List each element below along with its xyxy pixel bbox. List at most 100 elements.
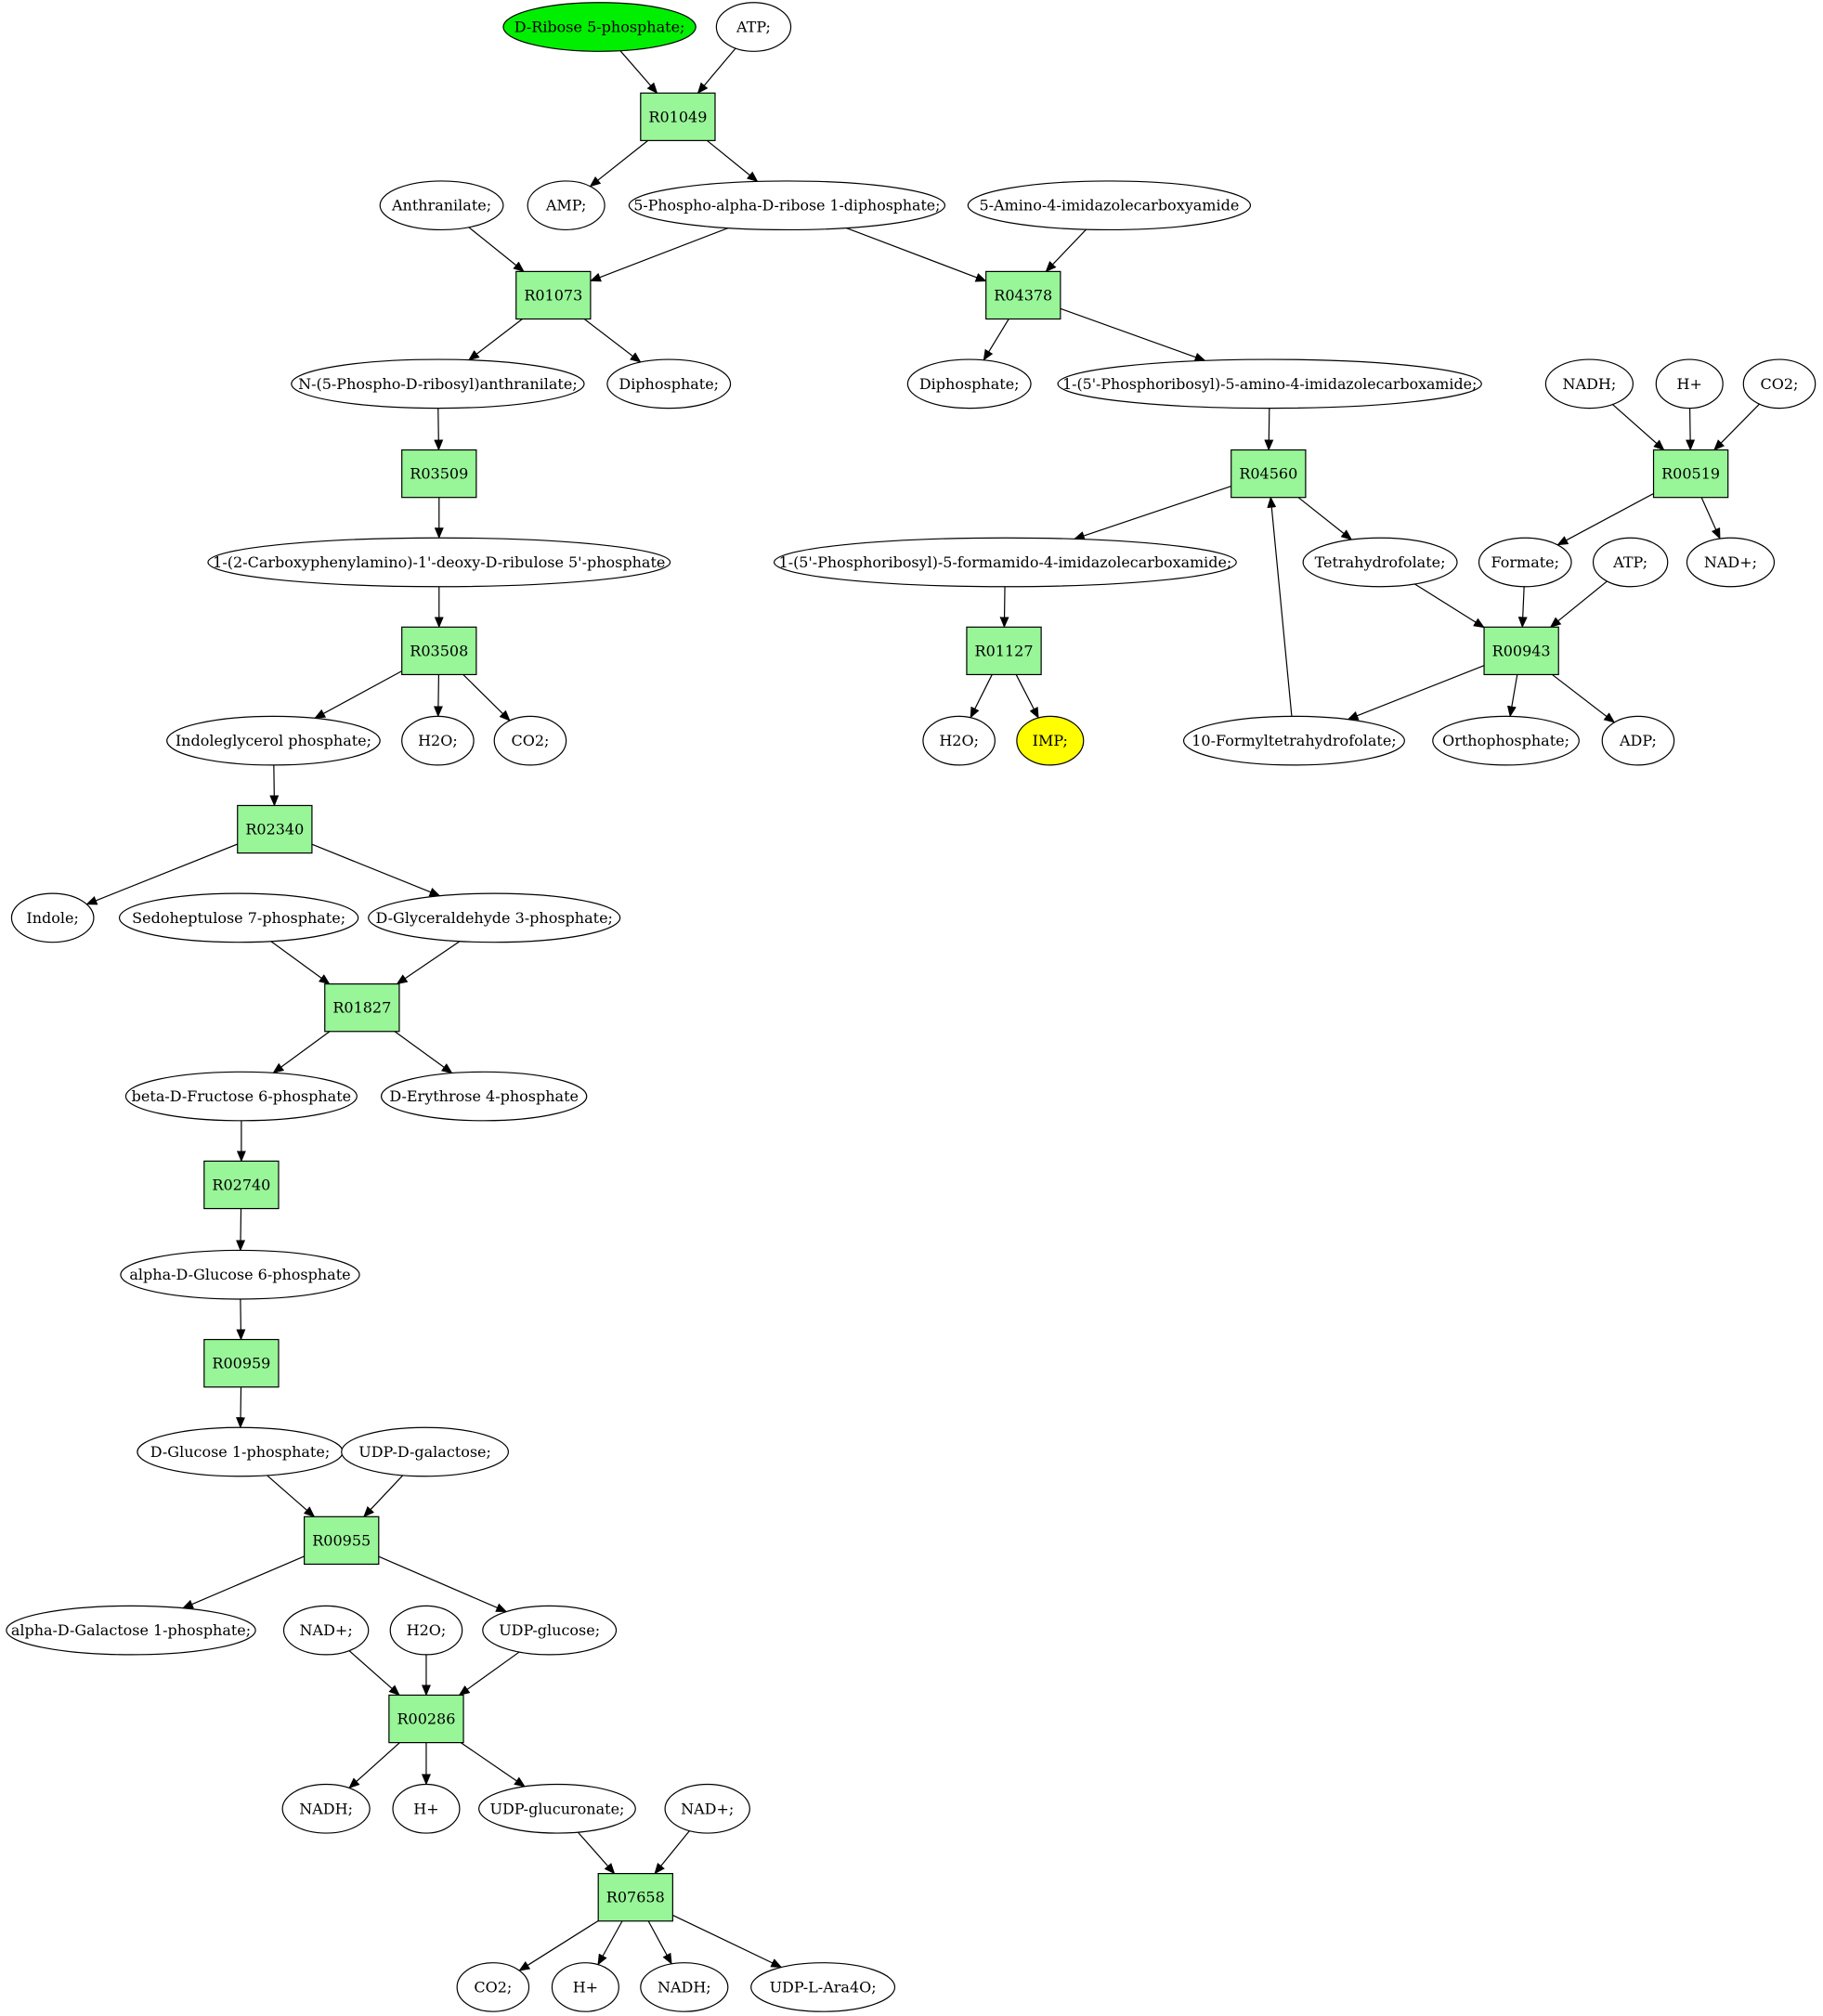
reaction-node-r01827[interactable]: R01827	[324, 983, 400, 1033]
reaction-node-r04560[interactable]: R04560	[1231, 449, 1307, 499]
compound-node-udp-glucuronate[interactable]: UDP-glucuronate;	[478, 1783, 636, 1834]
compound-node-10-formyltetrahydrofolate[interactable]: 10-Formyltetrahydrofolate;	[1182, 715, 1405, 766]
compound-node-h2o[interactable]: H2O;	[922, 715, 996, 766]
compound-node-formate[interactable]: Formate;	[1478, 537, 1572, 588]
compound-label: NADH;	[1563, 375, 1617, 393]
reaction-node-r00286[interactable]: R00286	[388, 1694, 464, 1744]
edge-r00955-to-udp-glucose	[378, 1555, 508, 1613]
compound-ellipse	[291, 358, 585, 410]
reaction-box	[203, 1338, 280, 1388]
compound-node-udp-d-galactose[interactable]: UDP-D-galactose;	[341, 1426, 510, 1477]
compound-node-alpha-d-galactose-1-phosphate[interactable]: alpha-D-Galactose 1-phosphate;	[6, 1605, 256, 1656]
compound-node-nadh[interactable]: NADH;	[1544, 358, 1634, 410]
compound-node-n-5-phospho-d-ribosyl-anthranilate[interactable]: N-(5-Phospho-D-ribosyl)anthranilate;	[291, 358, 585, 410]
compound-ellipse	[1592, 537, 1669, 588]
compound-node-orthophosphate[interactable]: Orthophosphate;	[1432, 715, 1580, 766]
compound-node-nad[interactable]: NAD+;	[1686, 537, 1776, 588]
compound-node-tetrahydrofolate[interactable]: Tetrahydrofolate;	[1302, 537, 1458, 588]
reaction-node-r00519[interactable]: R00519	[1652, 449, 1729, 499]
edges	[85, 47, 1760, 1971]
compound-node-udp-l-ara4o[interactable]: UDP-L-Ara4O;	[750, 1962, 896, 2012]
compound-node-d-ribose-5-phosphate[interactable]: D-Ribose 5-phosphate;	[502, 2, 697, 52]
edge-d-glucose-1-phosphate-to-r00955	[267, 1475, 316, 1517]
reaction-node-r00955[interactable]: R00955	[304, 1515, 380, 1566]
compound-node-nad[interactable]: NAD+;	[282, 1605, 370, 1656]
reaction-node-r02740[interactable]: R02740	[203, 1160, 280, 1210]
compound-node-beta-d-fructose-6-phosphate[interactable]: beta-D-Fructose 6-phosphate	[124, 1071, 358, 1122]
compound-node-nadh[interactable]: NADH;	[281, 1783, 371, 1834]
compound-label: ATP;	[1612, 553, 1647, 571]
reaction-node-r01073[interactable]: R01073	[515, 270, 592, 320]
compound-label: 10-Formyltetrahydrofolate;	[1191, 732, 1396, 749]
reaction-label: R00955	[312, 1531, 371, 1549]
compound-ellipse	[1478, 537, 1572, 588]
compound-node-d-erythrose-4-phosphate[interactable]: D-Erythrose 4-phosphate	[380, 1071, 588, 1122]
compound-node-atp[interactable]: ATP;	[715, 2, 792, 52]
compound-ellipse	[281, 1783, 371, 1834]
compound-node-h2o[interactable]: H2O;	[389, 1605, 463, 1656]
compound-node-diphosphate[interactable]: Diphosphate;	[606, 358, 732, 410]
reaction-box	[237, 804, 313, 854]
reaction-node-r03508[interactable]: R03508	[401, 626, 477, 676]
compound-label: Formate;	[1491, 553, 1560, 571]
compound-node-imp[interactable]: IMP;	[1016, 715, 1085, 766]
compound-ellipse	[1544, 358, 1634, 410]
compound-label: NAD+;	[1704, 553, 1757, 571]
reaction-box	[401, 626, 477, 676]
compound-label: Orthophosphate;	[1442, 732, 1569, 749]
edge-r00955-to-alpha-d-galactose-1-phosphate	[182, 1555, 305, 1609]
compound-node-co2[interactable]: CO2;	[493, 715, 567, 766]
reaction-node-r03509[interactable]: R03509	[401, 449, 477, 499]
compound-label: N-(5-Phospho-D-ribosyl)anthranilate;	[298, 375, 578, 393]
compound-node-nadh[interactable]: NADH;	[640, 1962, 729, 2012]
reaction-node-r00943[interactable]: R00943	[1483, 626, 1559, 676]
compound-node-h2o[interactable]: H2O;	[401, 715, 475, 766]
compound-node-sedoheptulose-7-phosphate[interactable]: Sedoheptulose 7-phosphate;	[118, 892, 359, 943]
compound-node-anthranilate[interactable]: Anthranilate;	[379, 180, 504, 231]
compound-node-diphosphate[interactable]: Diphosphate;	[906, 358, 1032, 410]
compound-node-indoleglycerol-phosphate[interactable]: Indoleglycerol phosphate;	[166, 715, 381, 766]
compound-ellipse	[1016, 715, 1085, 766]
compound-ellipse	[1432, 715, 1580, 766]
compound-node-5-phospho-alpha-d-ribose-1-diphosphate[interactable]: 5-Phospho-alpha-D-ribose 1-diphosphate;	[628, 180, 946, 231]
compound-label: beta-D-Fructose 6-phosphate	[132, 1087, 351, 1105]
compound-node-atp[interactable]: ATP;	[1592, 537, 1669, 588]
compound-node-1-5-phosphoribosyl-5-formamido-4-imidazolecarboxamide[interactable]: 1-(5'-Phosphoribosyl)-5-formamido-4-imid…	[773, 537, 1237, 588]
compound-label: H+	[573, 1978, 598, 1996]
compound-node-nad[interactable]: NAD+;	[664, 1783, 750, 1834]
compound-node-amp[interactable]: AMP;	[527, 180, 605, 231]
compound-node-d-glucose-1-phosphate[interactable]: D-Glucose 1-phosphate;	[137, 1426, 344, 1477]
compound-node-h[interactable]: H+	[392, 1783, 461, 1834]
compound-ellipse	[6, 1605, 256, 1656]
compound-node-adp[interactable]: ADP;	[1601, 715, 1675, 766]
reaction-node-r02340[interactable]: R02340	[237, 804, 313, 854]
reaction-node-r01049[interactable]: R01049	[640, 92, 716, 141]
reaction-node-r00959[interactable]: R00959	[203, 1338, 280, 1388]
compound-node-co2[interactable]: CO2;	[456, 1962, 530, 2012]
edge-nad-to-r07658	[654, 1830, 690, 1875]
compound-node-indole[interactable]: Indole;	[10, 892, 95, 943]
reaction-node-r01127[interactable]: R01127	[966, 626, 1042, 676]
compound-node-5-amino-4-imidazolecarboxyamide[interactable]: 5-Amino-4-imidazolecarboxyamide	[967, 180, 1252, 231]
edge-r00286-to-nadh	[348, 1742, 400, 1789]
compound-ellipse	[207, 537, 671, 588]
compound-ellipse	[166, 715, 381, 766]
compound-node-h[interactable]: H+	[551, 1962, 619, 2012]
edge-nad-to-r00286	[348, 1650, 400, 1697]
reaction-label: R00519	[1661, 465, 1720, 483]
compound-node-co2[interactable]: CO2;	[1742, 358, 1816, 410]
compound-node-h[interactable]: H+	[1655, 358, 1724, 410]
edge-r04560-to-1-5-phosphoribosyl-5-formamido-4-imidazolecarboxamide	[1073, 486, 1231, 540]
reaction-node-r04378[interactable]: R04378	[985, 270, 1061, 320]
edge-indoleglycerol-phosphate-to-r02340	[269, 764, 280, 807]
reaction-node-r07658[interactable]: R07658	[597, 1873, 673, 1922]
compound-node-1-2-carboxyphenylamino-1-deoxy-d-ribulose-5-phosphate[interactable]: 1-(2-Carboxyphenylamino)-1'-deoxy-D-ribu…	[207, 537, 671, 588]
compound-ellipse	[1742, 358, 1816, 410]
compound-node-d-glyceraldehyde-3-phosphate[interactable]: D-Glyceraldehyde 3-phosphate;	[368, 892, 621, 943]
compound-node-alpha-d-glucose-6-phosphate[interactable]: alpha-D-Glucose 6-phosphate	[120, 1249, 360, 1300]
reaction-box	[985, 270, 1061, 320]
compound-node-udp-glucose[interactable]: UDP-glucose;	[482, 1605, 618, 1656]
compound-label: 5-Phospho-alpha-D-ribose 1-diphosphate;	[633, 197, 940, 215]
compound-ellipse	[606, 358, 732, 410]
compound-node-1-5-phosphoribosyl-5-amino-4-imidazolecarboxamide[interactable]: 1-(5'-Phosphoribosyl)-5-amino-4-imidazol…	[1057, 358, 1482, 410]
